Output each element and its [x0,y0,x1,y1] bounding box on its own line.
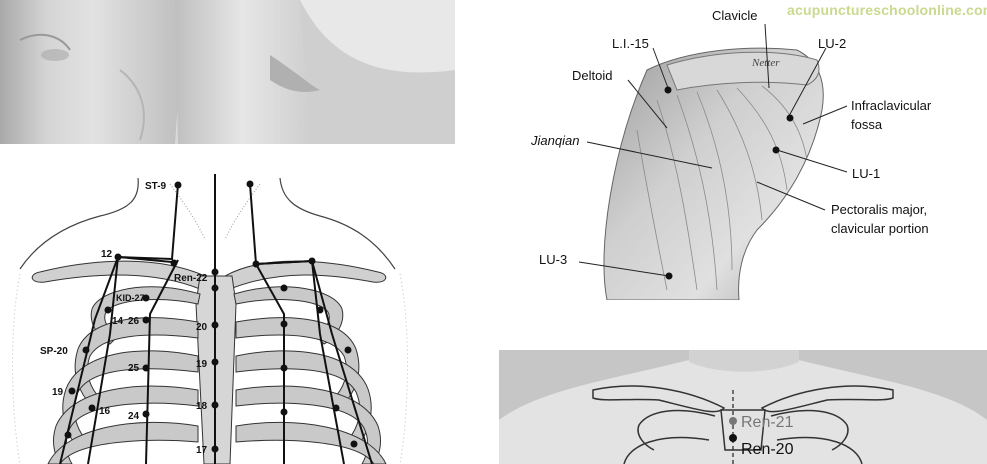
label-18: 18 [196,401,208,412]
label-li15: L.I.-15 [612,36,649,51]
label-26: 26 [128,316,140,327]
label-kid27: KID-27 [116,293,145,303]
label-pectoralis: Pectoralis major, [831,202,927,217]
chest-photo-bottom: Ren-21 Ren-20 [499,350,987,464]
neck-outline-right [280,178,395,269]
chest-acupoint-diagram: ST-9 12 Ren-22 KID-27 14 26 20 SP-20 25 … [0,144,455,464]
label-clavicle: Clavicle [712,8,758,23]
label-19-sternal: 19 [196,359,208,370]
label-fossa: fossa [851,117,883,132]
shoulder-muscle-diagram: Netter Clavicle L.I.-15 LU-2 Deltoid Inf… [517,0,987,300]
label-20: 20 [196,322,208,333]
label-12: 12 [101,249,113,260]
label-lu3: LU-3 [539,252,567,267]
label-sp20: SP-20 [40,346,68,357]
label-jianqian: Jianqian [530,133,579,148]
label-clavicular-portion: clavicular portion [831,221,929,236]
label-ren21: Ren-21 [741,414,794,431]
chest-photo-illustration: Ren-21 Ren-20 [499,350,987,464]
label-ren22: Ren-22 [174,273,208,284]
label-19: 19 [52,387,64,398]
torso-photo-illustration [0,0,455,144]
torso-photo-top [0,0,455,144]
label-16: 16 [99,406,111,417]
label-17: 17 [196,445,208,456]
point-ren21 [729,417,737,425]
artist-signature: Netter [751,57,780,69]
label-24: 24 [128,411,140,422]
label-deltoid: Deltoid [572,68,612,83]
label-st9: ST-9 [145,181,167,192]
ribs-left [48,287,200,464]
label-14: 14 [112,316,124,327]
label-ren20: Ren-20 [741,441,794,458]
point-ren20 [729,434,737,442]
watermark: acupunctureschoolonline.com [787,2,987,18]
clavicle-right [225,261,386,289]
label-lu2: LU-2 [818,36,846,51]
label-lu1: LU-1 [852,166,880,181]
shoulder-muscle [604,48,823,300]
label-25: 25 [128,363,140,374]
label-infraclavicular: Infraclavicular [851,98,932,113]
